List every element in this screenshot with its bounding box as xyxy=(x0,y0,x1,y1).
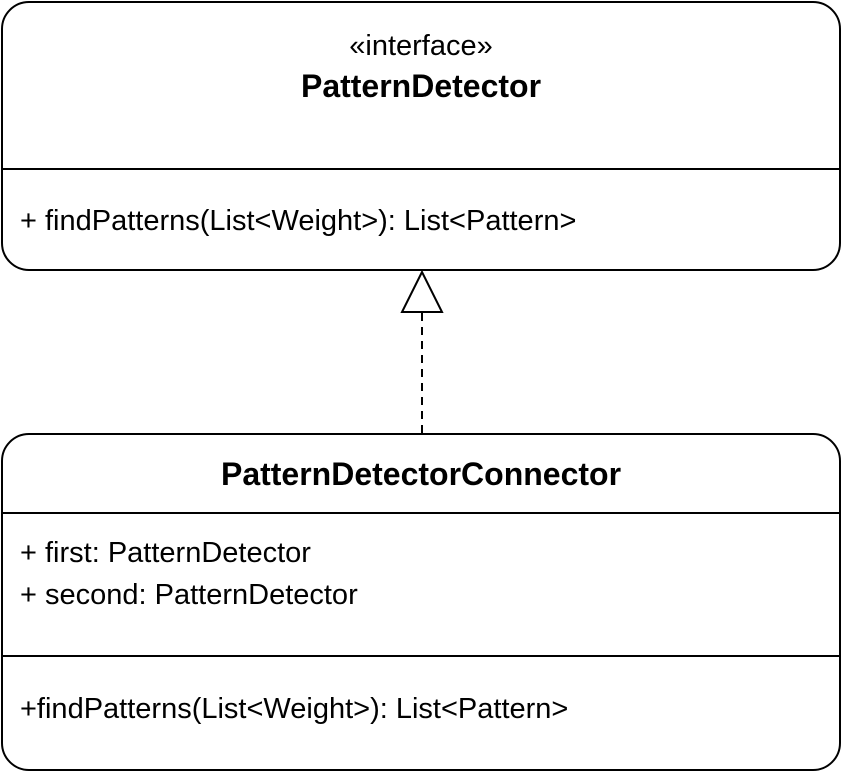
connector-attribute-first: + first: PatternDetector xyxy=(20,537,311,569)
connector-class-name: PatternDetectorConnector xyxy=(220,456,622,492)
interface-divider xyxy=(3,168,839,170)
connector-attribute-second: + second: PatternDetector xyxy=(20,579,358,611)
connector-attributes-divider xyxy=(3,655,839,657)
connector-name-divider xyxy=(3,512,839,514)
interface-class-name: PatternDetector xyxy=(300,68,542,104)
connector-class-box[interactable]: PatternDetectorConnector + first: Patter… xyxy=(1,433,841,771)
interface-operation: + findPatterns(List<Weight>): List<Patte… xyxy=(20,205,577,237)
interface-stereotype: «interface» xyxy=(349,30,493,62)
realization-arrowhead xyxy=(400,269,444,313)
connector-operation: +findPatterns(List<Weight>): List<Patter… xyxy=(20,693,569,725)
interface-class-box[interactable]: «interface» PatternDetector + findPatter… xyxy=(1,1,841,271)
